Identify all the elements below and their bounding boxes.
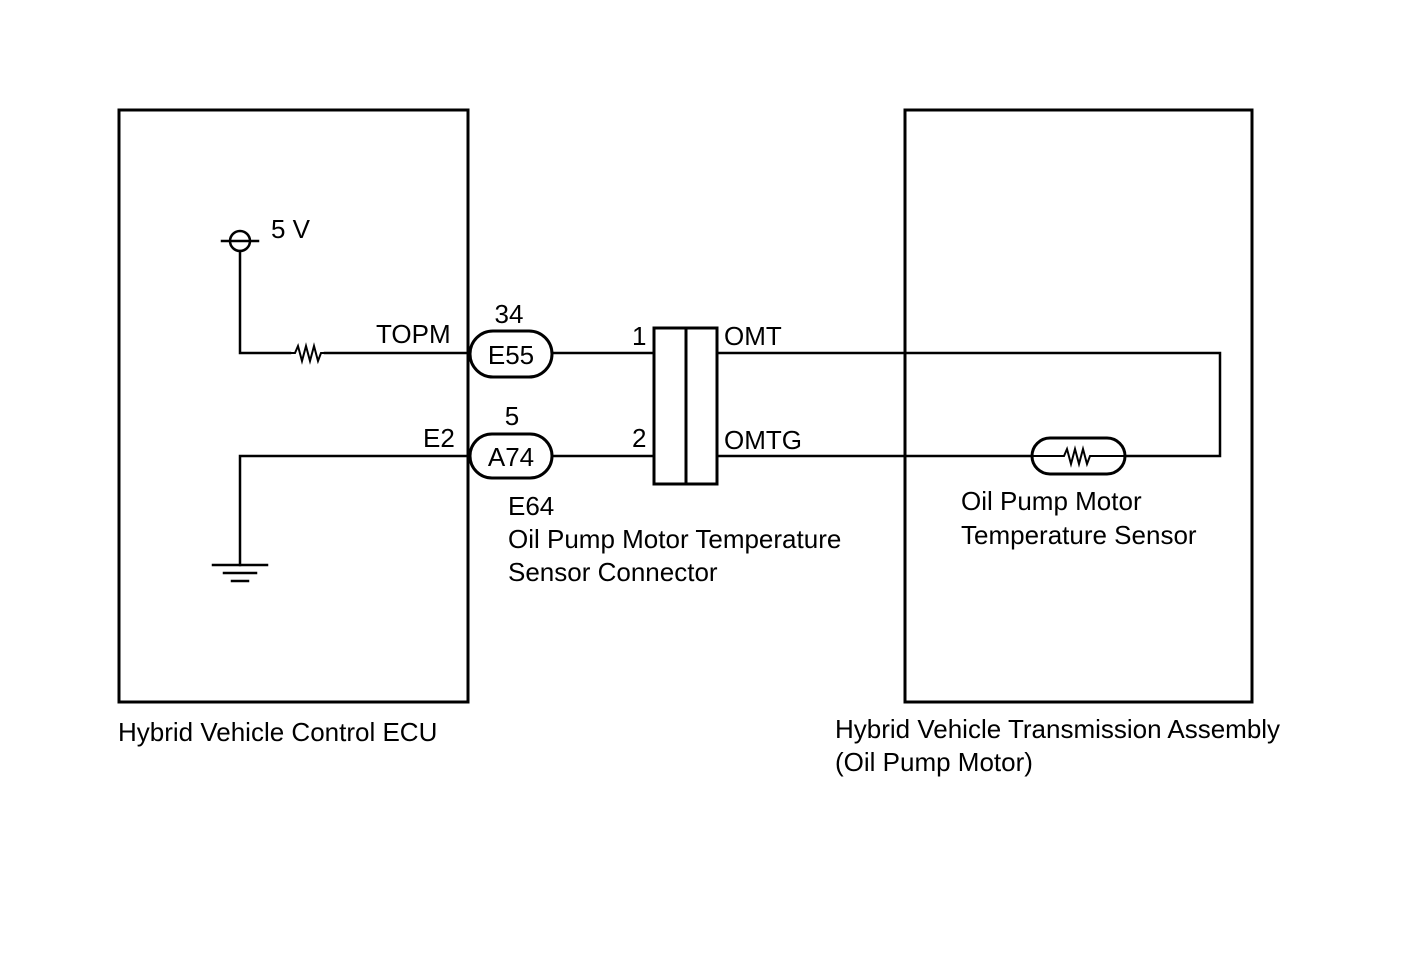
supply-wire xyxy=(238,249,292,355)
assembly-caption-line1: Hybrid Vehicle Transmission Assembly xyxy=(835,714,1280,744)
ecu-caption: Hybrid Vehicle Control ECU xyxy=(118,717,437,747)
ecu-terminal-e2: E2 xyxy=(423,423,455,453)
pin-5-label: 5 xyxy=(505,401,519,431)
connector-a74-label: A74 xyxy=(488,442,534,472)
sensor-terminal-omt: OMT xyxy=(724,321,782,351)
ground-icon xyxy=(211,563,269,583)
sensor-terminal-omtg: OMTG xyxy=(724,425,802,455)
connector-e64 xyxy=(652,326,719,486)
ecu-box xyxy=(117,108,470,704)
assembly-box xyxy=(903,108,1254,704)
pin-34-label: 34 xyxy=(495,299,524,329)
sensor-name-line1: Oil Pump Motor xyxy=(961,486,1142,516)
thermistor-icon xyxy=(1032,445,1125,468)
supply-5v-symbol xyxy=(220,229,260,253)
omt-wire xyxy=(715,351,1222,458)
junction-connector-name-line2: Sensor Connector xyxy=(508,557,718,587)
supply-5v-label: 5 V xyxy=(271,214,311,244)
e2-wire xyxy=(238,454,472,567)
assembly-caption-line2: (Oil Pump Motor) xyxy=(835,747,1033,777)
junction-connector-code: E64 xyxy=(508,491,554,521)
connector-e55-label: E55 xyxy=(488,340,534,370)
e64-pin-1-label: 1 xyxy=(632,321,646,351)
e64-pin-2-label: 2 xyxy=(632,423,646,453)
ecu-terminal-topm: TOPM xyxy=(376,319,451,349)
junction-connector-name-line1: Oil Pump Motor Temperature xyxy=(508,524,841,554)
sensor-name-line2: Temperature Sensor xyxy=(961,520,1197,550)
pullup-resistor-icon xyxy=(290,342,325,365)
